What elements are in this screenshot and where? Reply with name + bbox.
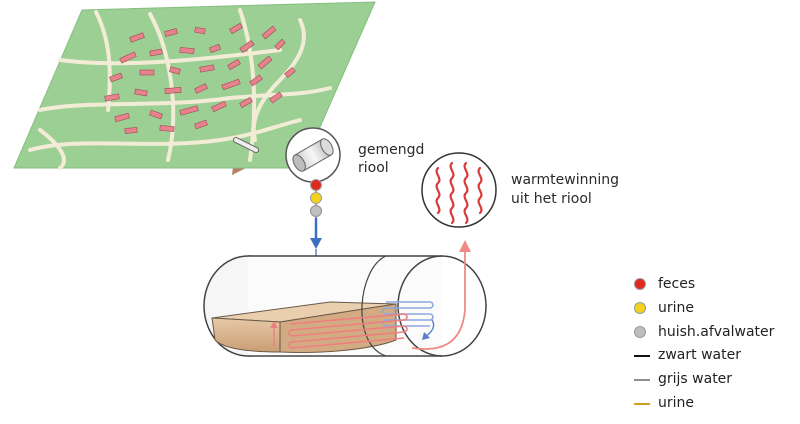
building <box>194 26 206 35</box>
legend-label: zwart water <box>658 347 741 363</box>
building <box>257 55 273 70</box>
building <box>169 66 181 75</box>
legend-item-household-wastewater: huish.afvalwater <box>632 322 800 344</box>
building <box>221 78 241 91</box>
legend-marker <box>634 302 646 314</box>
urine-dot <box>310 192 322 204</box>
heat-recovery-circle <box>421 152 497 228</box>
building <box>239 96 253 109</box>
building <box>239 40 255 53</box>
building <box>119 51 137 64</box>
legend-item-grey-water: grijs water <box>632 369 800 391</box>
sewer-type-label-line1: gemengd <box>358 142 425 158</box>
heat-recovery-label-line2: uit het riool <box>511 191 592 207</box>
legend-item-urine: urine <box>632 298 800 320</box>
legend-item-feces: feces <box>632 274 800 296</box>
legend-label: huish.afvalwater <box>658 324 775 340</box>
building <box>194 83 208 94</box>
building <box>194 119 208 130</box>
building <box>211 100 227 113</box>
building <box>109 72 123 83</box>
building <box>124 127 138 134</box>
buildings <box>104 22 296 134</box>
building <box>227 58 241 71</box>
building <box>179 47 195 54</box>
feces-dot <box>310 179 322 191</box>
building <box>159 125 175 132</box>
building <box>261 25 277 40</box>
legend-marker <box>634 278 646 290</box>
sewer-type-label-line2: riool <box>358 160 389 176</box>
building <box>164 86 182 95</box>
legend-marker <box>634 326 646 338</box>
sewer-pipe-circle <box>285 127 341 183</box>
building <box>179 105 199 116</box>
building <box>129 32 145 43</box>
legend-marker <box>634 379 650 381</box>
building <box>269 91 283 104</box>
legend-item-urine-line: urine <box>632 393 800 415</box>
legend-label: urine <box>658 395 695 411</box>
legend-label: grijs water <box>658 371 733 387</box>
building <box>139 69 155 76</box>
building <box>229 22 243 35</box>
building <box>164 28 178 37</box>
legend-marker <box>634 403 650 405</box>
legend-marker <box>634 355 650 357</box>
sewer-tank <box>203 255 487 357</box>
heat-recovery-label-line1: warmtewinning <box>511 172 620 188</box>
building <box>199 64 215 73</box>
building <box>114 112 130 123</box>
building <box>104 93 120 102</box>
building <box>284 66 296 79</box>
building <box>149 109 163 120</box>
building <box>149 48 163 57</box>
building <box>249 74 263 87</box>
legend-label: feces <box>658 276 696 292</box>
outlet-pipe <box>233 137 259 153</box>
household-wastewater-dot <box>310 205 322 217</box>
building <box>209 44 221 53</box>
building <box>274 38 286 51</box>
building <box>134 88 148 97</box>
legend-item-black-water: zwart water <box>632 345 800 367</box>
heat-outflow-arrow <box>411 240 471 350</box>
legend-label: urine <box>658 300 695 316</box>
